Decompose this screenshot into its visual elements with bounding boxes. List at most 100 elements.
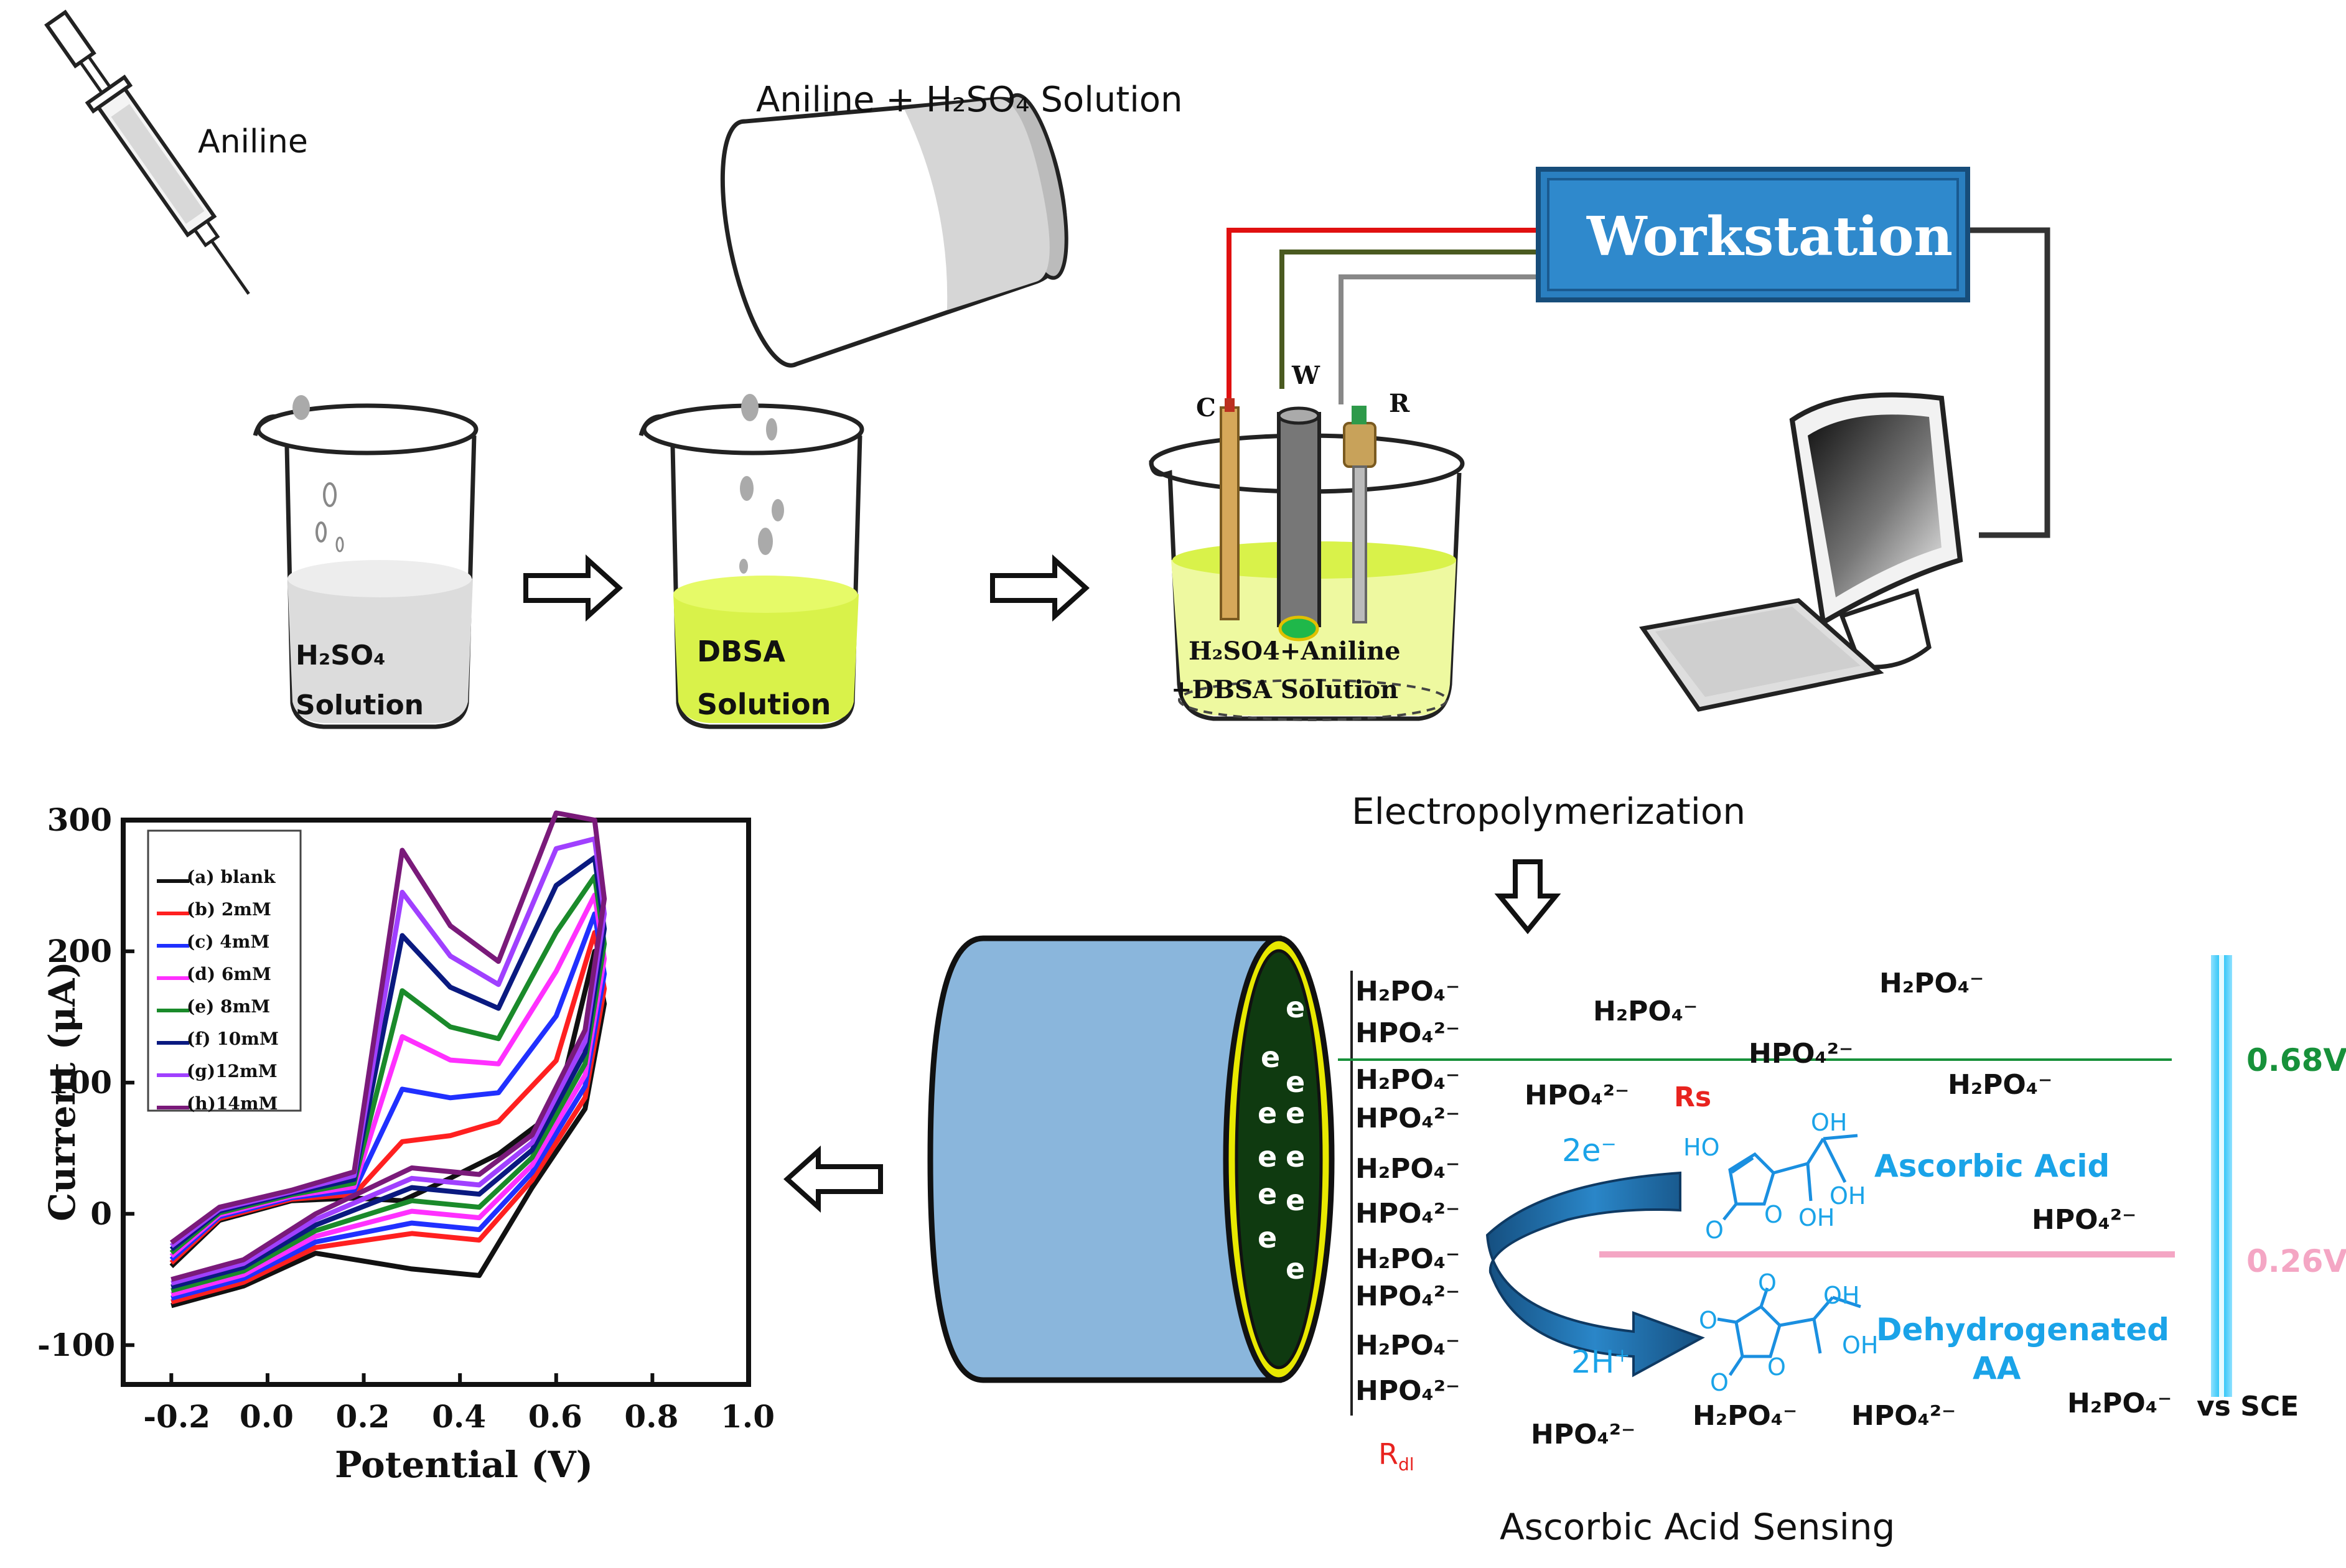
- ion-col-4: HPO₄²⁻: [1355, 1103, 1460, 1134]
- vs-sce-label: vs SCE: [2197, 1391, 2299, 1422]
- electrode-label-r: R: [1389, 389, 1410, 418]
- electron-label: e: [1286, 1096, 1306, 1130]
- cv-series-line: [169, 892, 607, 1297]
- electron-label: e: [1286, 1252, 1306, 1286]
- ion-text: H₂PO₄⁻: [1355, 1153, 1460, 1185]
- syringe-icon: [44, 9, 250, 295]
- y-tick-label: 200: [47, 932, 112, 969]
- legend-entry: (d) 6mM: [187, 964, 271, 984]
- ion-text: H₂PO₄⁻: [1355, 1243, 1460, 1275]
- plot-ticks: [123, 818, 750, 1384]
- potential-026-label: 0.26V: [2246, 1243, 2346, 1279]
- dehydro-label-line2: AA: [1973, 1350, 2021, 1386]
- legend-swatch: [157, 1106, 189, 1109]
- rdl-label: Rdl: [1378, 1437, 1414, 1475]
- rdl-main: R: [1378, 1437, 1398, 1471]
- atom-o-5: O: [1710, 1369, 1729, 1396]
- electrode-label-c: C: [1196, 393, 1216, 422]
- x-tick-label: 0.8: [624, 1398, 679, 1435]
- atom-oh-dehydro-2: OH: [1823, 1282, 1860, 1309]
- x-tick-label: 0.2: [335, 1398, 390, 1435]
- ion-text: H₂PO₄⁻: [1355, 976, 1460, 1007]
- beaker-dbsa: [638, 394, 864, 729]
- atom-o-1: O: [1764, 1201, 1783, 1228]
- electron-label: e: [1261, 1040, 1281, 1074]
- workstation-box: [1536, 167, 1970, 302]
- atom-ho: HO: [1683, 1134, 1720, 1161]
- label-aniline: Aniline: [198, 123, 308, 161]
- y-tick-label: -100: [37, 1326, 116, 1363]
- electropolymerization-label: Electropolymerization: [1352, 790, 1746, 833]
- electrode-cylinder: [927, 935, 1335, 1383]
- atom-o-3: O: [1758, 1269, 1777, 1297]
- cv-plot: [121, 810, 751, 1387]
- legend-entry: (a) blank: [187, 867, 276, 887]
- y-tick-label: 300: [47, 801, 112, 838]
- legend-swatch: [157, 976, 189, 980]
- ion-free-3: HPO₄²⁻: [1749, 1038, 1854, 1070]
- two-electron-label: 2e−: [1562, 1132, 1617, 1169]
- electron-label: e: [1258, 1221, 1278, 1254]
- legend-swatch: [157, 944, 189, 948]
- ion-free-10: H₂PO₄⁻: [2067, 1388, 2172, 1419]
- beaker2-label-line2: Solution: [697, 688, 831, 721]
- x-tick-label: 0.4: [432, 1398, 487, 1435]
- beaker-h2so4: [253, 395, 479, 729]
- dehydro-label-line1: Dehydrogenated: [1876, 1312, 2170, 1348]
- plot-curves: [169, 810, 607, 1309]
- legend-swatch: [157, 1073, 189, 1077]
- ion-free-7: HPO₄²⁻: [1531, 1419, 1636, 1450]
- ion-free-2: H₂PO₄⁻: [1879, 968, 1984, 999]
- rs-label: Rs: [1674, 1081, 1712, 1113]
- cv-series-line: [169, 930, 607, 1305]
- atom-o-6: O: [1767, 1353, 1786, 1381]
- beaker1-label-line2: Solution: [296, 689, 424, 721]
- ascorbic-acid-label: Ascorbic Acid: [1874, 1148, 2110, 1184]
- ion-text: HPO₄²⁻: [1355, 1017, 1460, 1049]
- ion-col-2: HPO₄²⁻: [1355, 1017, 1460, 1049]
- beaker1-label-line1: H₂SO₄: [296, 640, 386, 671]
- cv-series-line: [169, 810, 607, 1282]
- ion-text: HPO₄²⁻: [1355, 1198, 1460, 1230]
- ion-col-1: H₂PO₄⁻: [1355, 976, 1460, 1007]
- ion-free-8: H₂PO₄⁻: [1693, 1400, 1798, 1432]
- legend-swatch: [157, 879, 189, 883]
- x-tick-label: 0.0: [239, 1398, 294, 1435]
- legend-entry: (e) 8mM: [187, 996, 271, 1017]
- electron-label: e: [1258, 1140, 1278, 1174]
- atom-oh-dehydro-1: OH: [1842, 1332, 1879, 1359]
- ion-col-9: H₂PO₄⁻: [1355, 1330, 1460, 1361]
- computer-icon: [1639, 392, 1963, 712]
- arrow-right-2: [990, 554, 1090, 622]
- ion-text: H₂PO₄⁻: [1355, 1330, 1460, 1361]
- ion-col-7: H₂PO₄⁻: [1355, 1243, 1460, 1275]
- y-tick-label: 100: [47, 1063, 112, 1101]
- ion-col-3: H₂PO₄⁻: [1355, 1064, 1460, 1096]
- pouring-beaker: [720, 93, 1068, 368]
- cv-x-axis-label: Potential (V): [335, 1444, 594, 1486]
- ion-free-4: HPO₄²⁻: [1525, 1080, 1630, 1111]
- ascorbic-acid-molecule: [1722, 1134, 1858, 1221]
- electron-label: e: [1286, 1183, 1306, 1217]
- x-tick-label: -0.2: [143, 1398, 211, 1435]
- legend-entry: (f) 10mM: [187, 1029, 279, 1049]
- potential-068-label: 0.68V: [2246, 1042, 2346, 1078]
- electron-label: e: [1258, 1177, 1278, 1211]
- ion-col-5: H₂PO₄⁻: [1355, 1153, 1460, 1185]
- legend-entry: (c) 4mM: [187, 931, 270, 952]
- atom-oh-top: OH: [1811, 1109, 1848, 1136]
- two-proton-label: 2H+: [1571, 1344, 1630, 1380]
- atom-oh-bottom: OH: [1798, 1204, 1835, 1231]
- workstation-label: Workstation: [1587, 205, 1953, 268]
- atom-oh-right: OH: [1830, 1182, 1866, 1210]
- legend-swatch: [157, 912, 189, 915]
- arrow-right-1: [523, 554, 623, 622]
- ion-col-10: HPO₄²⁻: [1355, 1375, 1460, 1407]
- legend-entry: (h)14mM: [187, 1093, 278, 1114]
- electron-transfer-arrow: [1485, 1171, 1705, 1378]
- ion-col-6: HPO₄²⁻: [1355, 1198, 1460, 1230]
- legend-swatch: [157, 1041, 189, 1045]
- ion-free-5: H₂PO₄⁻: [1948, 1069, 2053, 1101]
- ion-text: HPO₄²⁻: [1355, 1375, 1460, 1407]
